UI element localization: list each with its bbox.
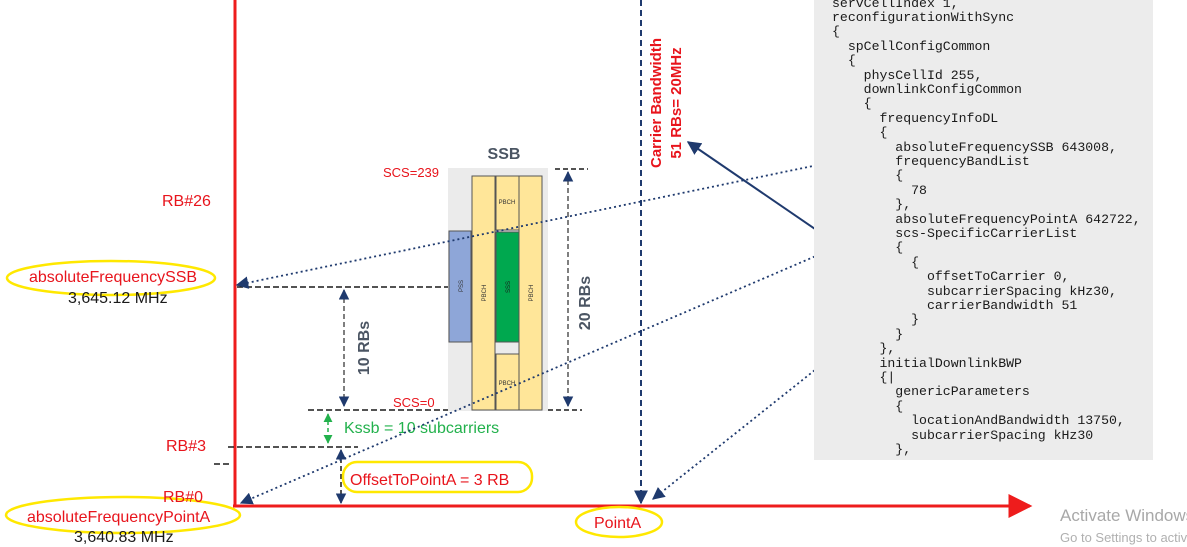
rb0-label: RB#0 [163,489,203,506]
code-line: scs-SpecificCarrierList [832,226,1078,241]
rb26-label: RB#26 [162,193,211,210]
highlight-offset [341,460,534,494]
highlight-abs-freq-ssb [5,259,217,297]
sss-label: SSS [506,281,512,293]
code-line: ... [832,456,919,460]
code-line: offsetToCarrier 0, [832,269,1070,284]
scs-239-label: SCS=239 [383,165,439,180]
pbch-top-label: PBCH [499,200,516,206]
code-line: 78 [832,183,927,198]
code-line: subcarrierSpacing kHz30, [832,284,1117,299]
abs-freq-ssb-value: 3,645.12 MHz [68,290,168,307]
code-line: carrierBandwidth 51 [832,298,1078,313]
highlight-abs-freq-pointa [4,495,242,535]
code-line: { [832,96,872,111]
code-line: physCellId 255, [832,68,983,83]
code-line: spCellConfigCommon [832,39,991,54]
code-line: reconfigurationWithSync [832,10,1015,25]
pointer-offset [652,279,929,500]
code-line: { [832,24,840,39]
code-line: } [832,312,920,327]
pbch-column-right [518,175,543,411]
abs-freq-ssb-label: absoluteFrequencySSB [29,269,197,286]
pbch-left-label: PBCH [482,285,488,302]
code-line: { [832,240,904,255]
code-line: downlinkConfigCommon [832,82,1022,97]
abs-freq-pointa-value: 3,640.83 MHz [74,529,174,546]
carrier-bandwidth-label-1: Carrier Bandwidth [648,38,665,168]
pbch-right-label: PBCH [529,285,535,302]
code-line: { [832,125,888,140]
pss-block [448,230,472,343]
code-line: subcarrierSpacing kHz30 [832,428,1094,443]
code-line: } [832,327,904,342]
code-line: { [832,168,904,183]
code-line: initialDownlinkBWP [832,356,1022,371]
code-line: servCellIndex 1, [832,0,959,11]
code-line: { [832,399,904,414]
scs-0-label: SCS=0 [393,395,435,410]
abs-freq-pointa-label: absoluteFrequencyPointA [27,509,211,526]
rb3-label: RB#3 [166,438,206,455]
code-line: absoluteFrequencySSB 643008, [832,140,1117,155]
rrc-config-panel: servCellIndex 1, reconfigurationWithSync… [814,0,1153,460]
code-line: }, [832,341,896,356]
code-line: { [832,255,920,270]
activate-windows-title: Activate Windows [1060,506,1187,525]
code-line: }, [832,197,912,212]
carrier-bandwidth-label-2: 51 RBs= 20MHz [668,47,685,158]
kssb-label: Kssb = 10 subcarriers [344,420,499,437]
code-line: frequencyInfoDL [832,111,999,126]
rb20-label: 20 RBs [577,276,594,330]
offset-to-pointa-label: OffsetToPointA = 3 RB [350,472,509,489]
code-line: {| [832,370,896,385]
highlight-pointa [574,505,664,539]
pbch-bottom-label: PBCH [499,381,516,387]
code-line: genericParameters [832,384,1030,399]
code-line: absoluteFrequencyPointA 642722, [832,212,1141,227]
ssb-title: SSB [488,146,521,163]
rb10-label: 10 RBs [356,321,373,375]
activate-windows-subtitle: Go to Settings to activate Windows. [1060,530,1187,545]
pointa-label: PointA [594,515,641,532]
code-line: }, [832,442,912,457]
code-line: frequencyBandList [832,154,1030,169]
code-line: locationAndBandwidth 13750, [832,413,1125,428]
code-line: { [832,53,856,68]
pointer-pointa-abs [239,218,903,505]
pss-label: PSS [459,280,465,292]
